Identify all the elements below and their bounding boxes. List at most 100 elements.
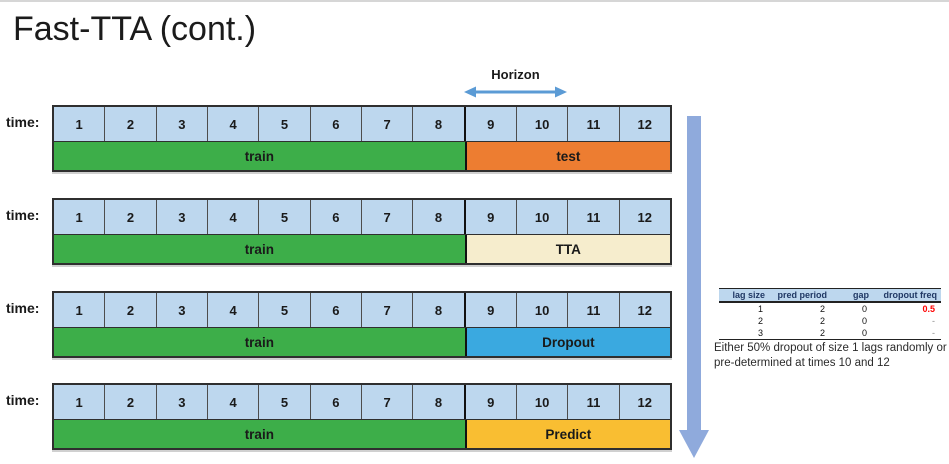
time-cell-9: 9	[463, 293, 516, 327]
flow-arrow-shaft	[687, 116, 701, 430]
slide-top-edge	[0, 0, 949, 2]
time-cell-6: 6	[309, 200, 361, 234]
time-cell-2: 2	[104, 293, 155, 327]
horizon-double-arrow-icon	[464, 86, 567, 98]
table-header-lag-size: lag size	[719, 288, 769, 303]
train-bar: train	[54, 328, 465, 356]
time-cell-8: 8	[412, 200, 463, 234]
table-cell: 0.5	[922, 304, 935, 314]
train-bar: train	[54, 235, 465, 263]
time-cell-9: 9	[463, 107, 516, 141]
time-cell-1: 1	[75, 394, 83, 410]
table-cell: -	[873, 327, 941, 340]
time-label: time:	[6, 300, 40, 316]
time-cell-4: 4	[206, 107, 258, 141]
table-cell: 2	[819, 316, 825, 326]
time-label: time:	[6, 114, 40, 130]
test-bar: test	[464, 142, 670, 170]
time-cell-10: 10	[515, 293, 567, 327]
tta-bar: TTA	[464, 235, 670, 263]
predict-bar: Predict	[464, 420, 670, 448]
time-cell-12: 12	[618, 107, 670, 141]
time-cell-1: 1	[75, 209, 83, 225]
table-cell: 0	[861, 316, 867, 326]
time-cell-11: 11	[567, 107, 618, 141]
time-cell-4: 4	[206, 293, 258, 327]
table-header-gap: gap	[831, 288, 873, 303]
table-cell: 3	[719, 327, 769, 340]
dropout-caption: Either 50% dropout of size 1 lags random…	[714, 342, 947, 369]
time-cell-5: 5	[258, 385, 309, 419]
time-cell-5: 5	[258, 293, 309, 327]
time-cell-2: 2	[104, 200, 155, 234]
flow-arrow-head	[679, 430, 709, 458]
time-cell-10: 10	[515, 107, 567, 141]
time-cell-4: 4	[206, 200, 258, 234]
time-cell-3: 3	[155, 385, 207, 419]
time-cell-2: 2	[104, 385, 155, 419]
table-row: 2 2 0 -	[719, 315, 941, 327]
time-cell-1: 1	[75, 116, 83, 132]
time-cell-11: 11	[567, 293, 618, 327]
page-title: Fast-TTA (cont.)	[13, 10, 257, 48]
time-cell-12: 12	[618, 200, 670, 234]
table-cell: 2	[819, 304, 825, 314]
table-cell: 2	[769, 327, 831, 340]
time-cell-12: 12	[618, 385, 670, 419]
table-header-pred-period: pred period	[769, 288, 831, 303]
time-label: time:	[6, 207, 40, 223]
train-bar: train	[54, 420, 465, 448]
time-cell-7: 7	[360, 385, 412, 419]
table-cell: 2	[757, 316, 763, 326]
time-cell-2: 2	[104, 107, 155, 141]
table-cell: 0	[861, 304, 867, 314]
time-cell-7: 7	[360, 293, 412, 327]
train-bar: train	[54, 142, 465, 170]
time-cell-1: 1	[75, 302, 83, 318]
flow-down-arrow-icon	[679, 116, 709, 458]
table-cell: -	[932, 316, 935, 326]
time-cell-3: 3	[155, 200, 207, 234]
time-cell-6: 6	[309, 385, 361, 419]
time-cell-3: 3	[155, 107, 207, 141]
dropout-bar: Dropout	[464, 328, 670, 356]
time-cell-10: 10	[515, 385, 567, 419]
time-cell-11: 11	[567, 200, 618, 234]
time-cell-4: 4	[206, 385, 258, 419]
time-cell-8: 8	[412, 107, 463, 141]
time-cell-3: 3	[155, 293, 207, 327]
horizon-label: Horizon	[491, 67, 540, 82]
time-cell-8: 8	[412, 293, 463, 327]
horizon-annotation: Horizon	[464, 67, 567, 99]
time-cell-9: 9	[463, 385, 516, 419]
time-cell-9: 9	[463, 200, 516, 234]
time-cell-7: 7	[360, 107, 412, 141]
time-cell-6: 6	[309, 293, 361, 327]
time-cell-5: 5	[258, 200, 309, 234]
time-cell-8: 8	[412, 385, 463, 419]
table-header-dropout-freq: dropout freq	[873, 288, 941, 303]
time-cell-12: 12	[618, 293, 670, 327]
time-label: time:	[6, 392, 40, 408]
time-cell-11: 11	[567, 385, 618, 419]
time-cell-5: 5	[258, 107, 309, 141]
time-cell-10: 10	[515, 200, 567, 234]
time-cell-6: 6	[309, 107, 361, 141]
